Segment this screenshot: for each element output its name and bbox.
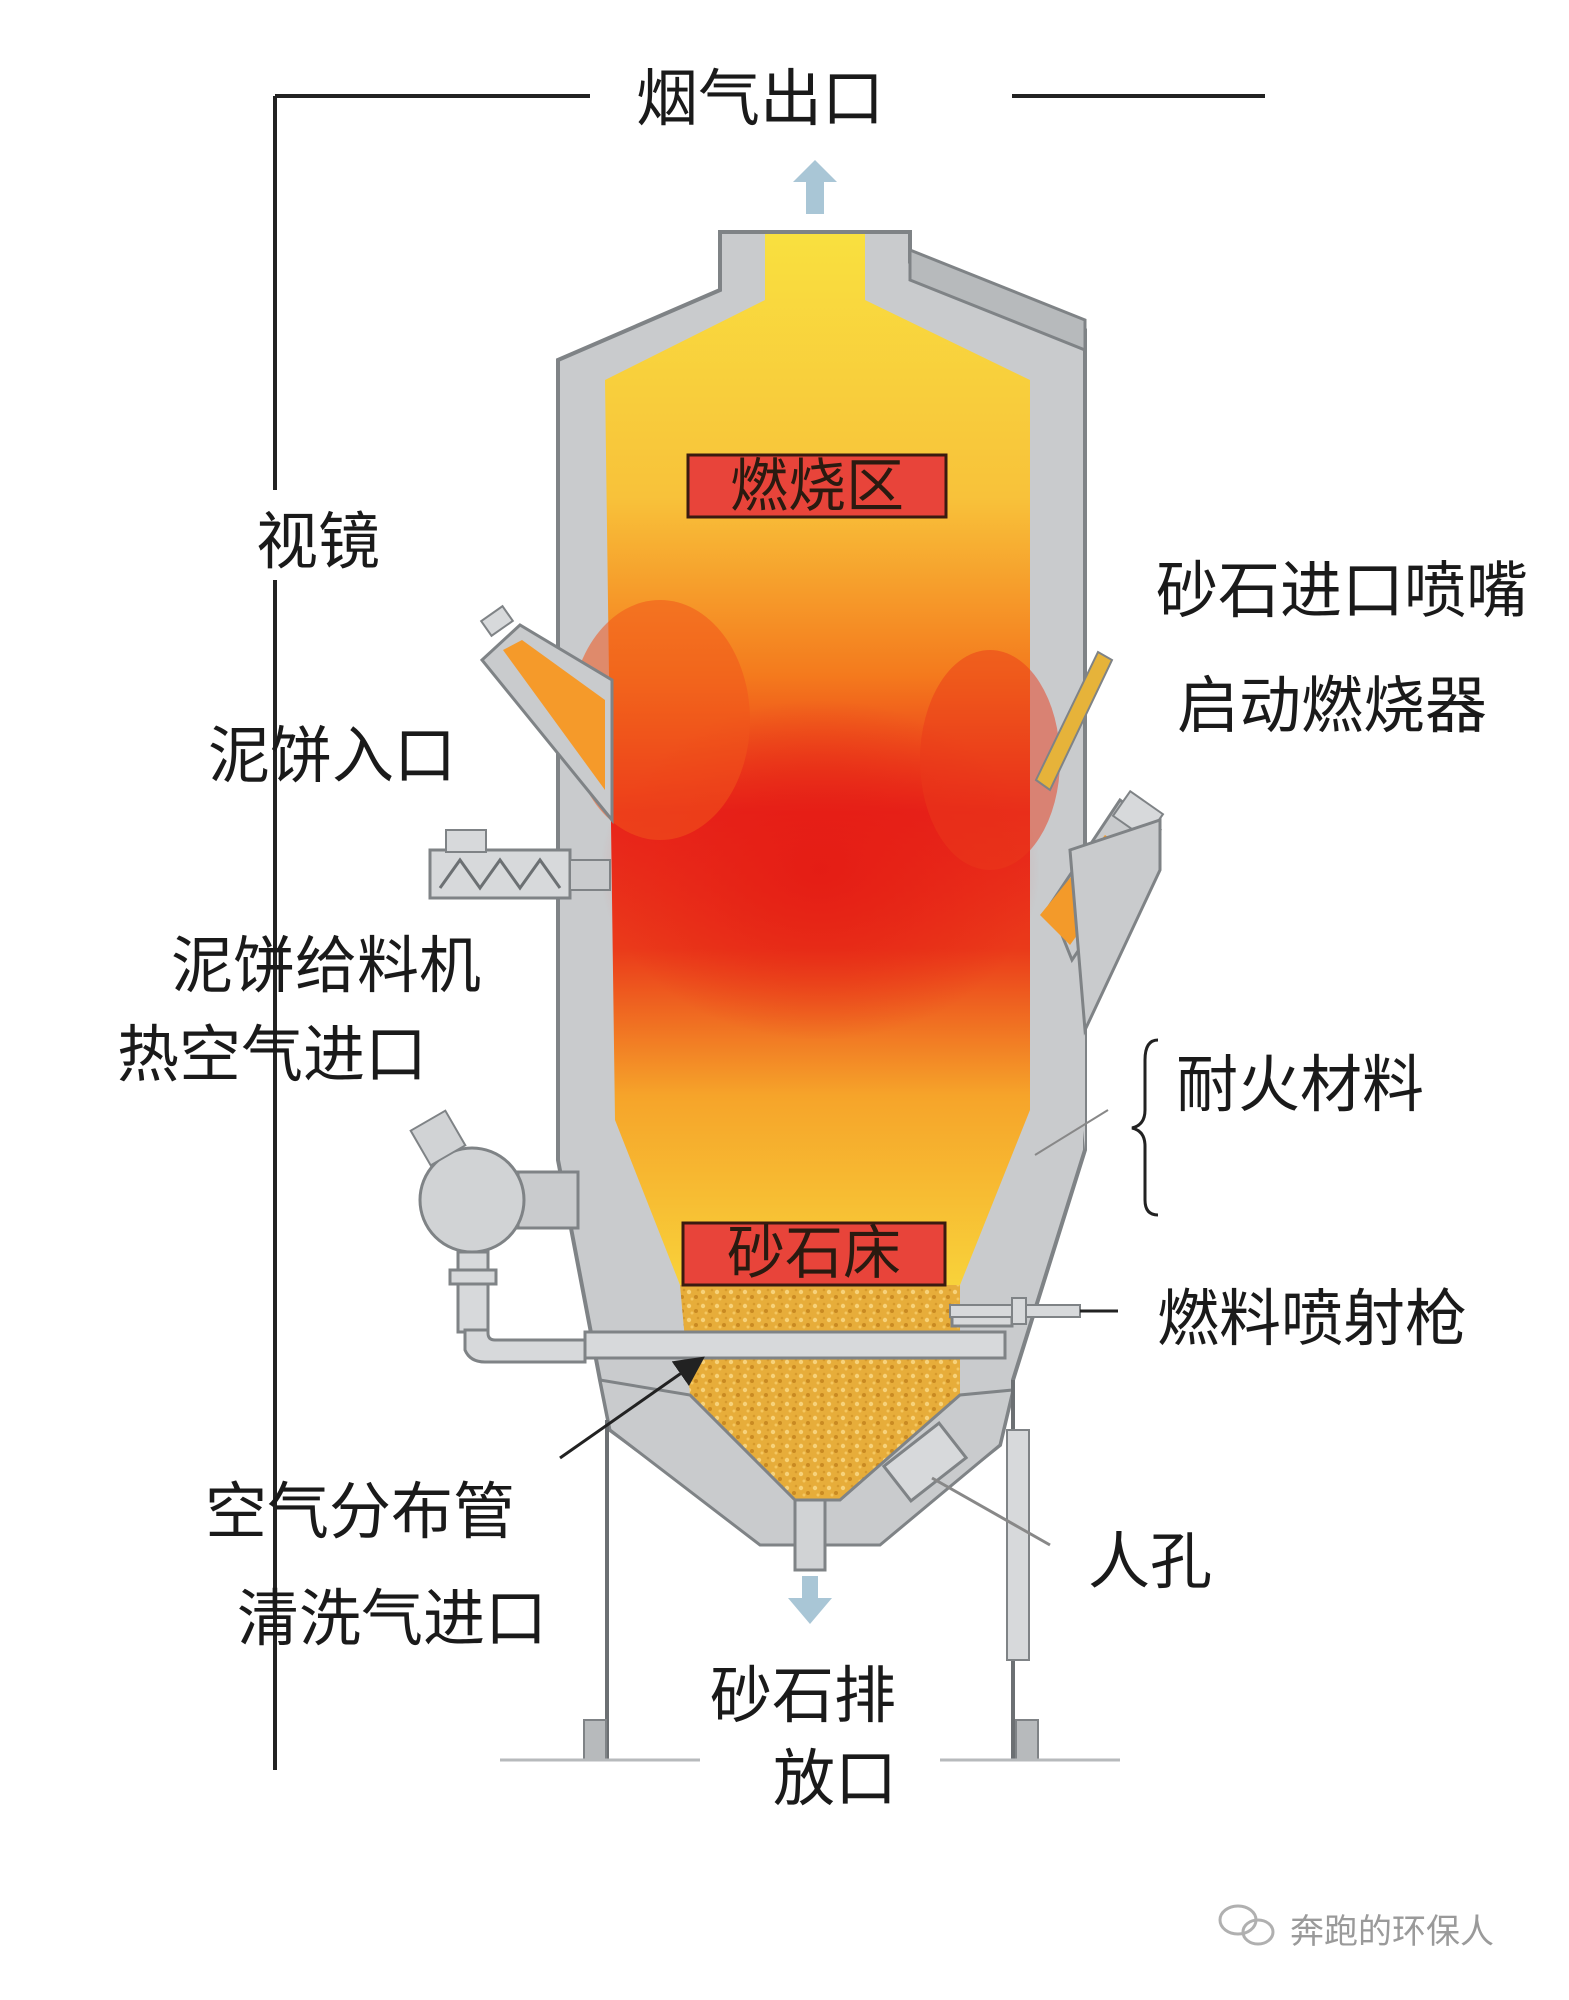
sand-discharge-label-line1: 砂石排 <box>710 1659 896 1732</box>
sand-bed-label: 砂石床 <box>727 1219 901 1287</box>
sand-discharge-outlet <box>788 1498 832 1624</box>
air-pipe-leader <box>559 1356 705 1460</box>
sludge-inlet-chute <box>479 604 614 825</box>
air-distribution-piping <box>448 1250 1014 1364</box>
refractory-material-label: 耐火材料 <box>1176 1048 1424 1121</box>
purge-gas-inlet-label: 清洗气进口 <box>237 1582 547 1655</box>
leader-lines <box>559 1038 1159 1547</box>
sludge-inlet-label: 泥饼入口 <box>208 719 456 792</box>
support-legs <box>500 1380 1120 1762</box>
vessel-right-shell <box>908 247 1087 353</box>
combustion-zone-label: 燃烧区 <box>730 452 904 520</box>
sludge-feeder-label: 泥饼给料机 <box>171 929 481 1002</box>
flue-gas-outlet-label: 烟气出口 <box>636 62 884 135</box>
start-burner-label: 启动燃烧器 <box>1177 669 1487 742</box>
refractory-brace <box>1131 1038 1159 1217</box>
sludge-feeder-screw <box>428 829 611 900</box>
fuel-injection-gun-label: 燃料喷射枪 <box>1157 1282 1467 1355</box>
watermark: 奔跑的环保人 <box>1218 1904 1494 1952</box>
sight-glass-label: 视镜 <box>256 505 380 578</box>
wechat-icon <box>1218 1904 1275 1946</box>
refractory-leader <box>1034 1109 1109 1156</box>
sand-inlet-nozzle <box>1034 650 1114 792</box>
air-distribution-pipe-label: 空气分布管 <box>205 1475 515 1548</box>
hot-air-inlet-chamber <box>409 1109 580 1254</box>
manhole-leader <box>931 1476 1051 1547</box>
manhole <box>881 1421 969 1503</box>
sand-discharge-label-line2: 放口 <box>773 1742 897 1815</box>
labels: 烟气出口 视镜 泥饼入口 泥饼给料机 热空气进口 空气分布管 清洗气进口 砂石进… <box>117 62 1528 1815</box>
frame-lines <box>273 94 1265 1770</box>
sand-bed-box: 砂石床 <box>681 1219 947 1287</box>
watermark-text: 奔跑的环保人 <box>1290 1912 1494 1952</box>
hot-air-inlet-label: 热空气进口 <box>117 1018 427 1091</box>
flue-gas-arrow <box>793 160 837 214</box>
sand-inlet-nozzle-label: 砂石进口喷嘴 <box>1156 554 1528 627</box>
start-burner <box>1040 789 1165 1150</box>
manhole-label: 人孔 <box>1088 1525 1212 1598</box>
combustion-zone-box: 燃烧区 <box>686 452 948 520</box>
